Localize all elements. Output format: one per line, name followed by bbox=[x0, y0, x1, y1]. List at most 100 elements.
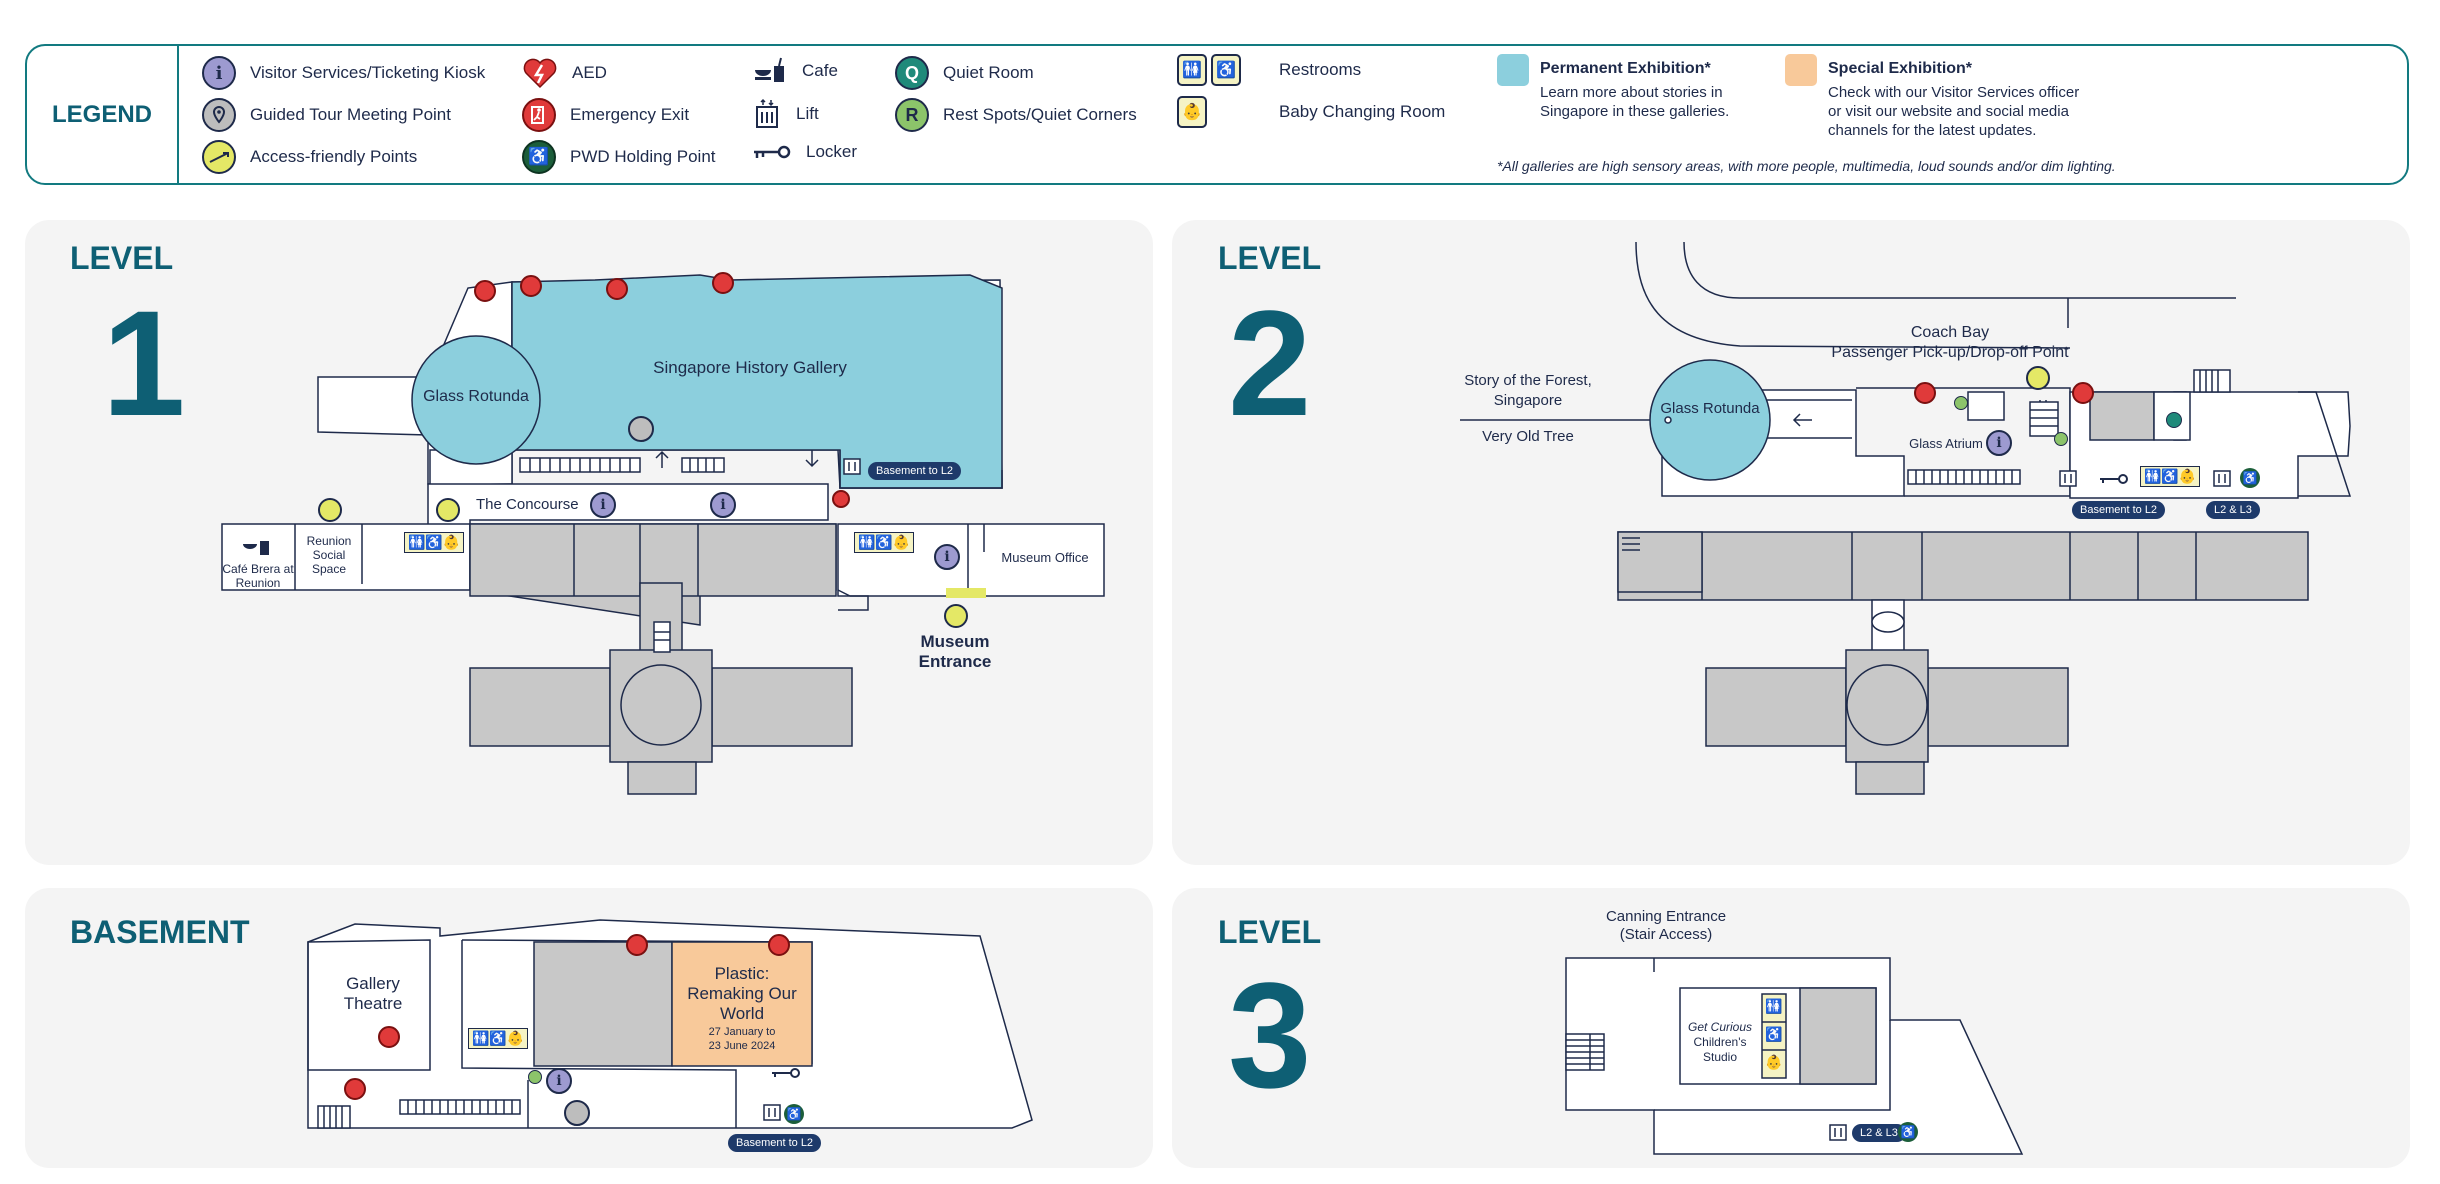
locker-key-icon bbox=[2098, 472, 2130, 486]
legend-label: Guided Tour Meeting Point bbox=[250, 105, 451, 124]
level1-label: LEVEL bbox=[70, 240, 174, 276]
l1-concourse: The Concourse bbox=[476, 496, 579, 513]
legend-locker: Locker bbox=[752, 142, 857, 162]
b-plastic-dates-2: 23 June 2024 bbox=[708, 1040, 776, 1052]
rest-spot-icon bbox=[2054, 432, 2068, 446]
emergency-exit-icon bbox=[522, 98, 556, 132]
legend-visitor-services: i Visitor Services/Ticketing Kiosk bbox=[202, 56, 485, 90]
legend-aed: AED bbox=[522, 56, 607, 90]
restroom-icon: 🚻♿👶 bbox=[468, 1028, 529, 1049]
legend-guided-tour: Guided Tour Meeting Point bbox=[202, 98, 451, 132]
l2-very-old-tree: Very Old Tree bbox=[1482, 428, 1574, 445]
quiet-room-icon: Q bbox=[895, 56, 929, 90]
accessible-toilet-icon: ♿ bbox=[1211, 54, 1241, 86]
restroom-icon: 🚻 bbox=[1765, 998, 1783, 1014]
cafe-icon bbox=[752, 56, 788, 86]
special-swatch bbox=[1785, 54, 1817, 86]
special-desc-3: channels for the latest updates. bbox=[1828, 122, 2037, 139]
info-icon: i bbox=[546, 1068, 572, 1094]
legend-label: Rest Spots/Quiet Corners bbox=[943, 105, 1137, 124]
legend-access-friendly: Access-friendly Points bbox=[202, 140, 417, 174]
l1-cafe-brera: Café Brera at Reunion bbox=[222, 562, 294, 590]
locker-key-icon bbox=[770, 1066, 802, 1080]
access-ramp-icon bbox=[318, 498, 342, 522]
wheelchair-icon: ♿ bbox=[2240, 468, 2260, 488]
l2-l2-l3-pill: L2 & L3 bbox=[2206, 501, 2260, 519]
lift-icon bbox=[842, 452, 862, 476]
legend-label: Locker bbox=[806, 142, 858, 161]
info-icon: i bbox=[590, 492, 616, 518]
l3-get-curious: Get Curious bbox=[1687, 1020, 1753, 1034]
l2-passenger-point: Passenger Pick-up/Drop-off Point bbox=[1831, 344, 2069, 361]
l2-glass-rotunda: Glass Rotunda bbox=[1660, 400, 1760, 417]
cafe-icon bbox=[240, 532, 276, 560]
emergency-exit-icon bbox=[712, 272, 734, 294]
b-basement-to-l2-pill: Basement to L2 bbox=[728, 1134, 822, 1152]
level2-panel bbox=[1172, 220, 2410, 865]
level1-panel bbox=[25, 220, 1153, 865]
info-icon: i bbox=[1986, 430, 2012, 456]
legend-label: Lift bbox=[796, 104, 819, 123]
wheelchair-icon: ♿ bbox=[522, 140, 556, 174]
access-ramp-icon bbox=[944, 604, 968, 628]
emergency-exit-icon bbox=[626, 934, 648, 956]
restroom-icon: 🚻 bbox=[1177, 54, 1207, 86]
wheelchair-icon: ♿ bbox=[784, 1104, 804, 1124]
level3-panel bbox=[1172, 888, 2410, 1168]
permanent-swatch bbox=[1497, 54, 1529, 86]
permanent-title: Permanent Exhibition* bbox=[1540, 60, 1711, 77]
baby-changing-icon: 👶 bbox=[1177, 96, 1207, 128]
emergency-exit-icon bbox=[474, 280, 496, 302]
l3-childrens: Children's bbox=[1693, 1035, 1747, 1049]
l1-museum-office: Museum Office bbox=[1001, 550, 1089, 565]
level3-number: 3 bbox=[1228, 951, 1312, 1119]
info-icon: i bbox=[934, 544, 960, 570]
special-desc-1: Check with our Visitor Services officer bbox=[1828, 84, 2080, 101]
l2-story-forest-2: Singapore bbox=[1493, 392, 1563, 409]
basement-label: BASEMENT bbox=[70, 914, 250, 950]
lift-icon bbox=[752, 98, 782, 130]
info-icon: i bbox=[202, 56, 236, 90]
lift-icon bbox=[1828, 1118, 1848, 1142]
emergency-exit-icon bbox=[2072, 382, 2094, 404]
lift-icon bbox=[2058, 464, 2078, 488]
map-pin-icon bbox=[628, 416, 654, 442]
b-plastic-dates-1: 27 January to bbox=[708, 1026, 776, 1038]
legend-label: Baby Changing Room bbox=[1279, 102, 1446, 121]
l2-glass-atrium: Glass Atrium bbox=[1909, 436, 1983, 451]
legend-label: Restrooms bbox=[1279, 60, 1362, 79]
rest-spot-icon bbox=[528, 1070, 542, 1084]
emergency-exit-icon bbox=[606, 278, 628, 300]
l2-story-forest-1: Story of the Forest, bbox=[1464, 372, 1592, 389]
legend-label: Visitor Services/Ticketing Kiosk bbox=[250, 63, 486, 82]
emergency-exit-icon bbox=[378, 1026, 400, 1048]
info-icon: i bbox=[710, 492, 736, 518]
legend-title: LEGEND bbox=[27, 46, 179, 183]
restroom-icon: 🚻♿👶 bbox=[2140, 466, 2201, 487]
permanent-desc-1: Learn more about stories in bbox=[1540, 84, 1723, 101]
l3-canning-entrance: Canning Entrance bbox=[1605, 908, 1727, 925]
legend-baby-changing: 👶 Baby Changing Room bbox=[1177, 96, 1445, 128]
rest-spot-icon: R bbox=[895, 98, 929, 132]
legend-lift: Lift bbox=[752, 98, 819, 130]
locker-key-icon bbox=[752, 142, 792, 162]
legend-footnote: *All galleries are high sensory areas, w… bbox=[1497, 158, 2116, 174]
legend-label: Cafe bbox=[802, 61, 838, 80]
l2-basement-to-l2-pill: Basement to L2 bbox=[2072, 501, 2166, 519]
wheelchair-icon: ♿ bbox=[1898, 1122, 1918, 1142]
special-title: Special Exhibition* bbox=[1828, 60, 1973, 77]
map-pin-icon bbox=[564, 1100, 590, 1126]
level2-number: 2 bbox=[1228, 279, 1312, 447]
permanent-desc-2: Singapore in these galleries. bbox=[1540, 103, 1730, 120]
legend-restrooms: 🚻 ♿ Restrooms bbox=[1177, 54, 1361, 86]
b-gallery-theatre: Gallery Theatre bbox=[343, 974, 403, 1013]
aed-heart-icon bbox=[832, 490, 850, 508]
special-desc-2: or visit our website and social media bbox=[1828, 103, 2069, 120]
legend-label: Access-friendly Points bbox=[250, 147, 418, 166]
rest-spot-icon bbox=[1954, 396, 1968, 410]
baby-changing-icon: 👶 bbox=[1765, 1054, 1783, 1070]
legend-label: Quiet Room bbox=[943, 63, 1034, 82]
emergency-exit-icon bbox=[344, 1078, 366, 1100]
emergency-exit-icon bbox=[768, 934, 790, 956]
lift-icon bbox=[2212, 464, 2232, 488]
